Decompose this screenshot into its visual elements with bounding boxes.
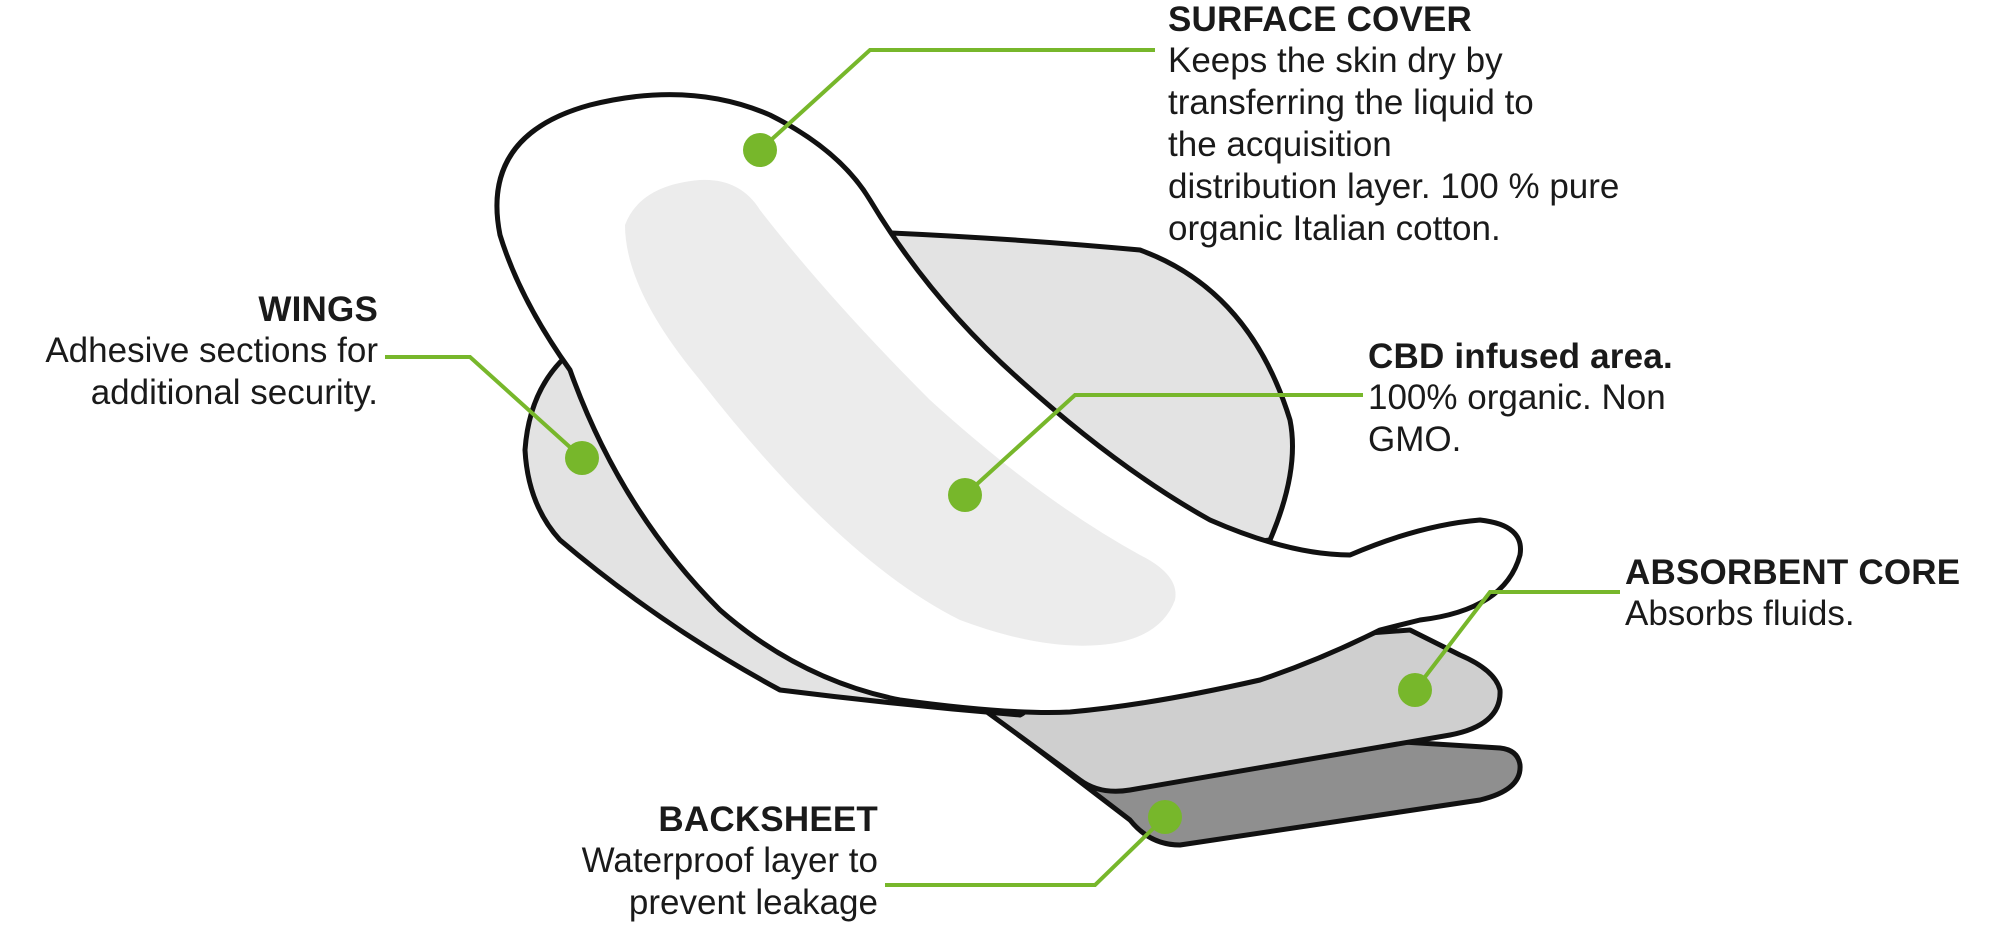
callout-line: Absorbs fluids. bbox=[1625, 594, 1855, 633]
callout-line: organic Italian cotton. bbox=[1168, 209, 1501, 248]
leader-line-absorbent-core bbox=[1413, 590, 1620, 692]
leader-line-wings bbox=[385, 355, 584, 460]
callout-line: GMO. bbox=[1368, 420, 1462, 459]
pointer-dot-surface-cover bbox=[743, 133, 777, 167]
callout-title-backsheet: BACKSHEET bbox=[658, 800, 878, 839]
callout-line: the acquisition bbox=[1168, 125, 1392, 164]
callout-title-wings: WINGS bbox=[258, 290, 378, 329]
pointer-dot-backsheet bbox=[1148, 800, 1182, 834]
callout-title-absorbent-core: ABSORBENT CORE bbox=[1625, 553, 1961, 592]
leader-line-backsheet bbox=[885, 815, 1167, 887]
pointer-dot-cbd-area bbox=[948, 478, 982, 512]
callout-absorbent-core: ABSORBENT CORE Absorbs fluids. bbox=[1625, 553, 1960, 635]
callout-line: transferring the liquid to bbox=[1168, 83, 1534, 122]
callout-backsheet: BACKSHEET Waterproof layer to prevent le… bbox=[582, 800, 878, 924]
callout-cbd-area: CBD infused area. 100% organic. Non GMO. bbox=[1368, 337, 1673, 461]
leader-line-surface-cover bbox=[758, 48, 1155, 152]
callout-line: prevent leakage bbox=[628, 883, 878, 922]
pointer-dot-absorbent-core bbox=[1398, 673, 1432, 707]
cbd-infused-region bbox=[625, 179, 1176, 646]
callout-line: Keeps the skin dry by bbox=[1168, 41, 1503, 80]
callout-title-surface-cover: SURFACE COVER bbox=[1168, 0, 1473, 39]
callout-line: Waterproof layer to bbox=[581, 841, 878, 880]
callout-surface-cover: SURFACE COVER Keeps the skin dry by tran… bbox=[1168, 0, 1619, 250]
callout-wings: WINGS Adhesive sections for additional s… bbox=[45, 290, 378, 414]
pointer-dot-wings bbox=[565, 441, 599, 475]
callout-line: additional security. bbox=[90, 373, 378, 412]
leader-line-cbd-area bbox=[963, 393, 1363, 497]
callout-line: distribution layer. 100 % pure bbox=[1168, 167, 1620, 206]
callout-line: 100% organic. Non bbox=[1368, 378, 1666, 417]
callout-line: Adhesive sections for bbox=[45, 331, 378, 370]
callout-title-cbd-area: CBD infused area. bbox=[1368, 337, 1673, 376]
